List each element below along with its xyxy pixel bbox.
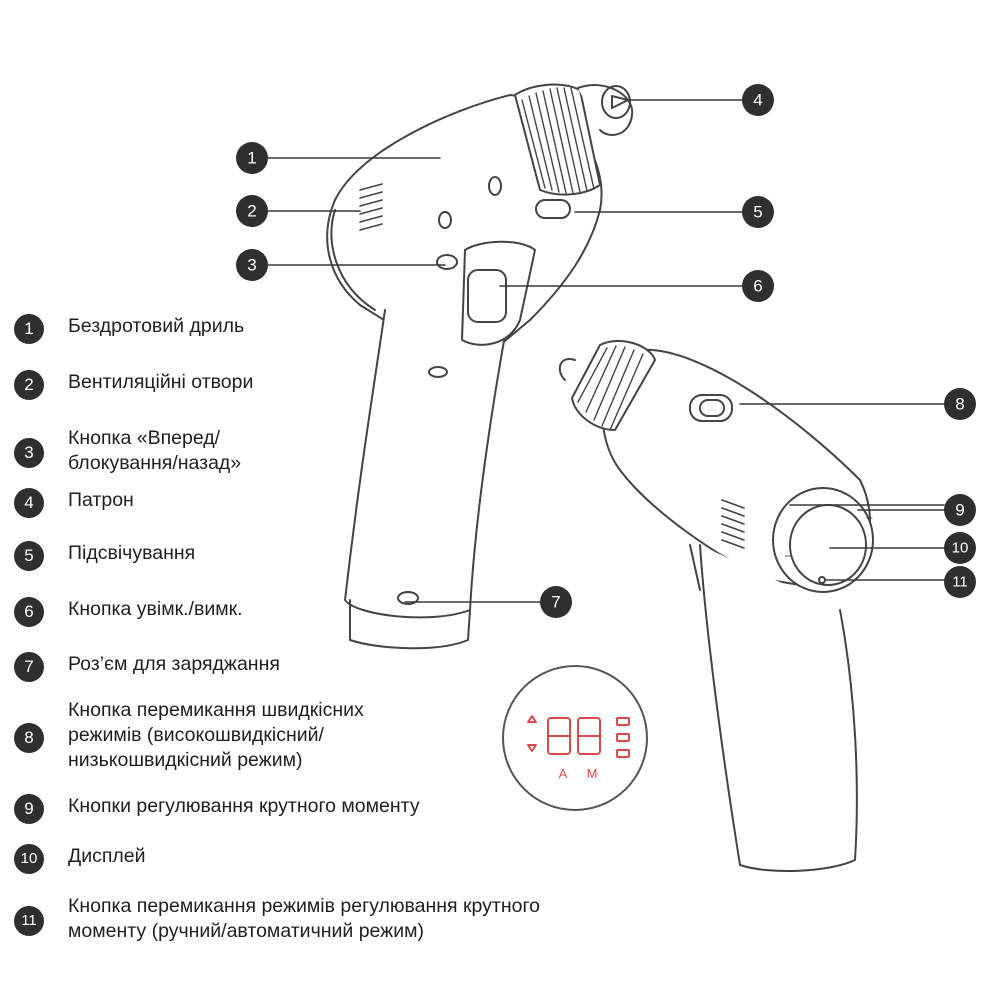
legend-number: 10	[14, 844, 44, 874]
legend-number: 4	[14, 488, 44, 518]
callout-badge-1: 1	[236, 142, 268, 174]
drill-side-view	[327, 85, 632, 649]
svg-text:8: 8	[955, 395, 964, 414]
legend-item-8: 8 Кнопка перемикання швидкісних режимів (…	[14, 698, 364, 773]
legend-label: Бездротовий дриль	[68, 314, 244, 339]
callout-badge-9: 9	[944, 494, 976, 526]
callout-badge-3: 3	[236, 249, 268, 281]
callout-badge-10: 10	[944, 532, 976, 564]
callout-badge-4: 4	[742, 84, 774, 116]
legend-number: 11	[14, 906, 44, 936]
legend-item-6: 6 Кнопка увімк./вимк.	[14, 597, 243, 627]
callout-badge-5: 5	[742, 196, 774, 228]
legend-item-10: 10 Дисплей	[14, 844, 146, 874]
svg-text:+: +	[866, 511, 873, 525]
legend-item-4: 4 Патрон	[14, 488, 134, 518]
legend-item-7: 7 Роз’єм для заряджання	[14, 652, 280, 682]
legend-label: Патрон	[68, 488, 134, 513]
legend-number: 5	[14, 541, 44, 571]
legend-label: Кнопки регулювання крутного моменту	[68, 794, 420, 819]
display-mode-manual: M	[587, 766, 598, 781]
legend-label: Кнопка перемикання швидкісних режимів (в…	[68, 698, 364, 773]
svg-text:−: −	[784, 549, 791, 563]
callout-badge-11: 11	[944, 566, 976, 598]
legend-number: 3	[14, 438, 44, 468]
legend-item-11: 11 Кнопка перемикання режимів регулювання…	[14, 894, 540, 944]
svg-text:5: 5	[753, 203, 762, 222]
callout-badge-8: 8	[944, 388, 976, 420]
svg-text:11: 11	[952, 574, 968, 591]
display-inset	[503, 666, 647, 810]
svg-text:7: 7	[551, 593, 560, 612]
legend-item-9: 9 Кнопки регулювання крутного моменту	[14, 794, 420, 824]
legend-label: Кнопка «Вперед/ блокування/назад»	[68, 426, 241, 476]
legend-item-3: 3 Кнопка «Вперед/ блокування/назад»	[14, 426, 241, 476]
legend-number: 6	[14, 597, 44, 627]
legend-number: 8	[14, 723, 44, 753]
legend-label: Роз’єм для заряджання	[68, 652, 280, 677]
svg-text:4: 4	[753, 91, 762, 110]
svg-text:10: 10	[952, 540, 969, 557]
svg-text:9: 9	[955, 501, 964, 520]
legend-label: Кнопка перемикання режимів регулювання к…	[68, 894, 540, 944]
legend-label: Кнопка увімк./вимк.	[68, 597, 243, 622]
callout-badge-7: 7	[540, 586, 572, 618]
callout-badge-6: 6	[742, 270, 774, 302]
legend-label: Дисплей	[68, 844, 146, 869]
legend-number: 7	[14, 652, 44, 682]
legend-label: Вентиляційні отвори	[68, 370, 253, 395]
svg-text:3: 3	[247, 256, 256, 275]
svg-text:6: 6	[753, 277, 762, 296]
svg-text:2: 2	[247, 202, 256, 221]
legend-number: 9	[14, 794, 44, 824]
legend-number: 2	[14, 370, 44, 400]
callout-badge-2: 2	[236, 195, 268, 227]
legend-item-1: 1 Бездротовий дриль	[14, 314, 244, 344]
legend-item-2: 2 Вентиляційні отвори	[14, 370, 253, 400]
display-mode-auto: A	[559, 766, 568, 781]
legend-item-5: 5 Підсвічування	[14, 541, 195, 571]
legend-number: 1	[14, 314, 44, 344]
svg-text:1: 1	[247, 149, 256, 168]
legend-label: Підсвічування	[68, 541, 195, 566]
